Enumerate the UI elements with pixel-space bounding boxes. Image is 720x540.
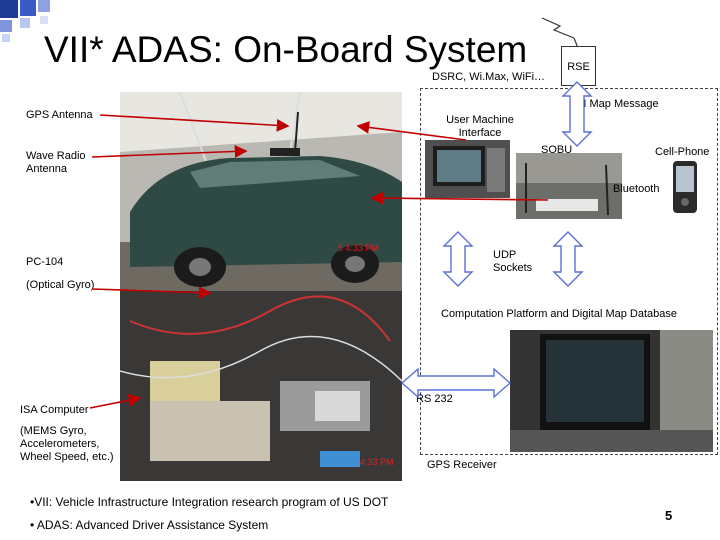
sobu-arrow (370, 191, 549, 205)
computation-photo (510, 330, 713, 452)
car-photo-timestamp: 5 4:33 PM (338, 243, 380, 253)
pc104-photo-drawing (120, 291, 402, 481)
isa-computer-label: ISA Computer (20, 404, 89, 416)
umi-label: User Machine Interface (446, 114, 514, 139)
udp-sockets-label: UDP Sockets (493, 249, 533, 274)
cell-phone-icon (673, 161, 697, 213)
udp-right-double-arrow (552, 231, 584, 287)
pc104-arrow (91, 286, 212, 300)
car-photo-drawing (120, 92, 402, 292)
rs232-double-arrow (400, 367, 512, 399)
sobu-label: SOBU (541, 144, 573, 156)
wave-radio-label: Wave Radio Antenna (26, 150, 86, 175)
pc104-photo: 4:33 PM (120, 291, 402, 481)
gps-antenna-arrow (99, 114, 290, 132)
gps-antenna-label: GPS Antenna (26, 109, 93, 121)
rse-label: RSE (567, 61, 590, 73)
wave-radio-arrow (91, 145, 248, 158)
bluetooth-label: Bluetooth (613, 183, 660, 195)
pc104-label: PC-104 (26, 256, 64, 268)
mems-label: (MEMS Gyro, Accelerometers, Wheel Speed,… (20, 425, 114, 463)
rse-box: RSE (561, 46, 596, 86)
isa-arrow (89, 393, 142, 409)
cell-phone-label: Cell-Phone (655, 146, 710, 158)
gps-receiver-label: GPS Receiver (427, 459, 497, 471)
car-photo: 5 4:33 PM (120, 92, 402, 292)
onboard-dashed-outline (420, 88, 718, 455)
rs232-label: RS 232 (416, 393, 453, 405)
vii-map-label: VII Map Message (573, 98, 659, 110)
umi-photo-drawing (425, 140, 510, 198)
rse-sobu-double-arrow (561, 81, 593, 147)
computation-photo-drawing (510, 330, 713, 452)
optical-gyro-label: (Optical Gyro) (26, 279, 95, 291)
sobu-photo (516, 153, 622, 219)
umi-photo (425, 140, 510, 198)
slide-title: VII* ADAS: On-Board System (44, 29, 528, 70)
footnote-adas: • ADAS: Advanced Driver Assistance Syste… (30, 518, 269, 532)
page-number: 5 (665, 508, 673, 523)
umi-arrow (356, 121, 467, 141)
sobu-photo-drawing (516, 153, 622, 219)
computation-label: Computation Platform and Digital Map Dat… (441, 308, 678, 320)
udp-left-double-arrow (442, 231, 474, 287)
dsrc-label: DSRC, Wi.Max, WiFi… (432, 71, 546, 83)
pc104-photo-timestamp: 4:33 PM (360, 457, 394, 467)
footnote-vii: •VII: Vehicle Infrastructure Integration… (30, 495, 389, 509)
